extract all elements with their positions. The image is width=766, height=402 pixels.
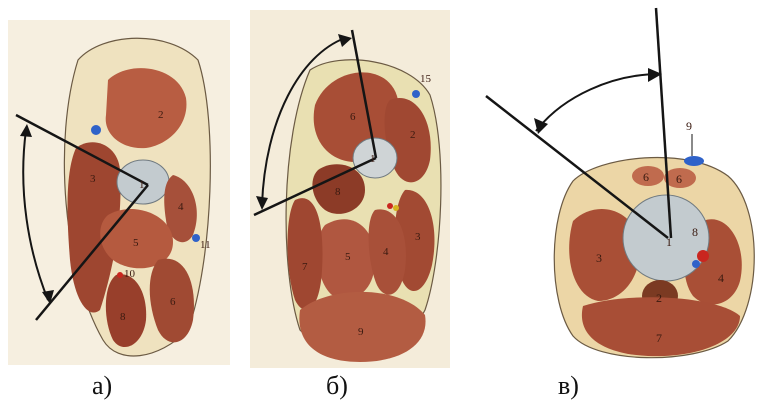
label-a-5: 6 xyxy=(170,296,176,308)
label-b-1: 2 xyxy=(410,129,416,141)
blue-vessel-dot xyxy=(412,90,420,98)
label-a-7: 10 xyxy=(124,268,136,280)
label-a-0: 2 xyxy=(158,109,164,121)
label-b-5: 5 xyxy=(345,251,351,263)
label-a-6: 8 xyxy=(120,311,126,323)
label-a-8: 11 xyxy=(200,239,211,251)
label-a-3: 3 xyxy=(90,173,96,185)
red-vessel-dot xyxy=(117,272,123,278)
label-c-8: 7 xyxy=(656,331,662,345)
label-c-0: 9 xyxy=(686,119,692,133)
label-b-9: 15 xyxy=(420,73,432,85)
panel-c-drawing: 9 6 6 1 8 3 4 2 7 xyxy=(478,6,760,366)
label-b-7: 7 xyxy=(302,261,308,273)
blue-vessel-dot xyxy=(91,125,101,135)
label-c-3: 1 xyxy=(666,235,672,249)
blue-vessel-dot xyxy=(692,260,700,268)
label-b-0: 6 xyxy=(350,111,356,123)
label-a-2: 4 xyxy=(178,201,184,213)
caption-b: б) xyxy=(326,373,348,399)
label-b-2: 1 xyxy=(370,153,376,165)
label-a-4: 5 xyxy=(133,237,139,249)
blue-vessel-ellipse xyxy=(684,156,704,166)
caption-a: а) xyxy=(92,373,112,399)
label-b-8: 9 xyxy=(358,326,364,338)
label-b-6: 4 xyxy=(383,246,389,258)
label-c-4: 8 xyxy=(692,225,698,239)
label-c-2: 6 xyxy=(676,172,682,186)
panel-a-drawing: 2 1 4 3 5 6 8 10 11 xyxy=(8,20,230,365)
label-c-1: 6 xyxy=(643,170,649,184)
angle-arc xyxy=(536,74,660,131)
panel-b-drawing: 6 2 1 8 3 5 4 7 9 15 xyxy=(250,10,450,368)
panel-b: 6 2 1 8 3 5 4 7 9 15 xyxy=(250,10,450,368)
label-b-3: 8 xyxy=(335,186,341,198)
label-c-7: 2 xyxy=(656,291,662,305)
panel-a: 2 1 4 3 5 6 8 10 11 xyxy=(8,20,230,365)
label-c-5: 3 xyxy=(596,251,602,265)
red-vessel-dot xyxy=(697,250,709,262)
caption-c: в) xyxy=(558,373,579,399)
red-vessel-dot xyxy=(387,203,393,209)
label-b-4: 3 xyxy=(415,231,421,243)
panel-c: 9 6 6 1 8 3 4 2 7 xyxy=(478,6,760,366)
label-a-1: 1 xyxy=(139,179,145,191)
label-c-6: 4 xyxy=(718,271,724,285)
yellow-nerve-dot xyxy=(393,205,399,211)
blue-vessel-dot-2 xyxy=(192,234,200,242)
